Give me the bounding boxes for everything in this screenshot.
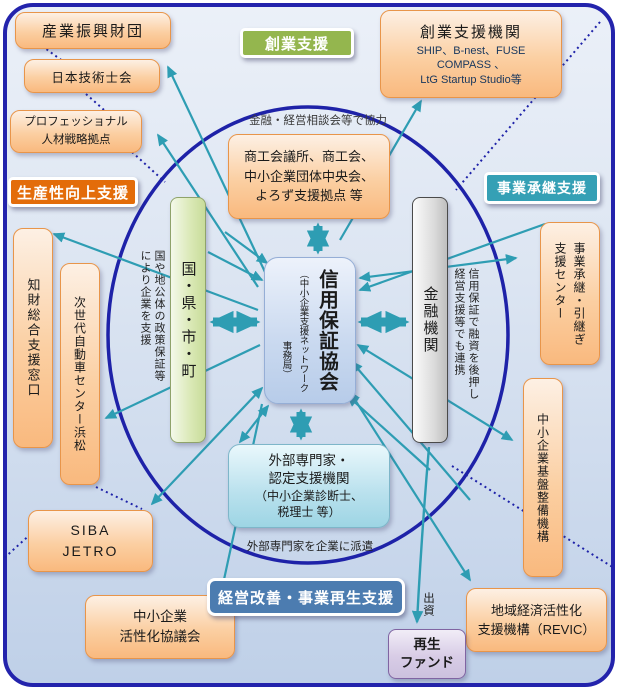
label-text: 事業承継支援 [497, 180, 587, 196]
label-text: 生産性向上支援 [16, 184, 129, 202]
node-japan-engineers-association: 日本技術士会 [24, 59, 160, 93]
center-node-subtitle-col2: 事務局） [280, 340, 292, 379]
node-sme-infrastructure-organization: 中小企業基盤整備機構 [523, 378, 563, 577]
node-credit-guarantee-association: 信用保証協会 （中小企業支援ネットワーク 事務局） [264, 257, 356, 404]
node-label-line1: SIBA [70, 522, 111, 538]
label-text: 経営改善・事業再生支援 [217, 589, 394, 607]
annotation-col2: により企業を支援 [139, 250, 151, 346]
node-label: 金融機関 [421, 286, 439, 354]
node-regeneration-fund: 再生 ファンド [388, 629, 466, 679]
annotation-col2: 経営支援等でも連携 [453, 268, 465, 376]
node-professional-jinzai-kyoten: プロフェッショナル 人材戦略拠点 [10, 110, 142, 153]
node-subline1: （中小企業診断士、 [254, 489, 363, 504]
node-label-line2: 人材戦略拠点 [41, 133, 111, 146]
center-node-title: 信用保証協会 [315, 268, 338, 392]
node-subline2: 税理士 等） [277, 505, 341, 520]
node-label: 知財総合支援窓口 [25, 278, 41, 398]
node-revic: 地域経済活性化 支援機構（REVIC） [466, 588, 607, 652]
node-chamber-of-commerce: 商工会議所、商工会、 中小企業団体中央会、 よろず支援拠点 等 [228, 134, 390, 219]
label-text: 創業支援 [264, 35, 329, 53]
node-siba-jetro: SIBA JETRO [28, 510, 153, 572]
annotation-expert-dispatch: 外部専門家を企業に派遣 [235, 538, 385, 554]
annotation-col1: 信用保証で融資を後押し [467, 268, 479, 400]
node-label: 国・県・市・町 [179, 260, 197, 380]
node-label-line1: 中小企業 [133, 608, 187, 624]
node-sme-revitalization-council: 中小企業 活性化協議会 [85, 595, 235, 659]
node-external-experts: 外部専門家・ 認定支援機関 （中小企業診断士、 税理士 等） [228, 444, 390, 528]
node-subline2: COMPASS 、 [436, 59, 506, 72]
node-label: 次世代自動車センター浜松 [72, 296, 87, 452]
node-label-col2: 支援センター [553, 241, 567, 320]
node-subline3: LtG Startup Studio等 [420, 73, 522, 86]
annotation-consultation-cooperation: 金融・経営相談会等で協力 [228, 112, 408, 128]
center-node-subtitle-col1: （中小企業支援ネットワーク [297, 268, 309, 393]
node-label-line1: 地域経済活性化 [490, 602, 582, 618]
category-label-turnaround-support: 経営改善・事業再生支援 [207, 578, 405, 616]
node-national-prefecture-city-town: 国・県・市・町 [170, 197, 206, 443]
annotation-col1: 国や地公体の政策保証等 [153, 250, 165, 382]
node-label-line1: 再生 [413, 637, 441, 653]
node-label: 産業振興財団 [41, 23, 144, 40]
node-chizai-support-window: 知財総合支援窓口 [13, 228, 53, 448]
category-label-startup-support: 創業支援 [240, 28, 354, 58]
node-label-line2: 支援機構（REVIC） [477, 622, 596, 637]
annotation-investment: 出資 [421, 592, 435, 632]
node-label: 中小企業基盤整備機構 [535, 412, 550, 543]
annotation-text: 外部専門家を企業に派遣 [246, 541, 374, 553]
annotation-government-guarantee: 国や地公体の政策保証等 により企業を支援 [138, 250, 166, 420]
node-business-succession-center: 事業承継・引継ぎ 支援センター [540, 222, 600, 365]
node-label-line2: 中小企業団体中央会、 [243, 168, 374, 184]
node-label-line3: よろず支援拠点 等 [255, 188, 363, 204]
node-industry-promotion-foundation: 産業振興財団 [15, 12, 171, 49]
node-label-line2: 活性化協議会 [119, 629, 201, 644]
node-label-line2: JETRO [62, 543, 119, 559]
annotation-financing-support: 信用保証で融資を後押し 経営支援等でも連携 [452, 268, 480, 443]
node-title-line2: 認定支援機関 [268, 470, 350, 486]
node-financial-institutions: 金融機関 [412, 197, 448, 443]
node-label-line1: プロフェッショナル [24, 116, 128, 129]
annotation-text: 出資 [422, 592, 434, 617]
node-label-line1: 商工会議所、商工会、 [243, 149, 374, 165]
node-title: 創業支援機関 [419, 24, 522, 42]
node-startup-support-organizations: 創業支援機関 SHIP、B-nest、FUSE COMPASS 、 LtG St… [380, 10, 562, 98]
node-label-line2: ファンド [400, 655, 454, 670]
node-title-line1: 外部専門家・ [268, 452, 350, 468]
node-label-col1: 事業承継・引継ぎ [572, 241, 586, 346]
category-label-succession-support: 事業承継支援 [484, 172, 600, 204]
investment-arrow [411, 446, 431, 624]
category-label-productivity-support: 生産性向上支援 [8, 177, 138, 207]
annotation-text: 金融・経営相談会等で協力 [249, 115, 387, 127]
hub-double-arrows [209, 222, 410, 441]
node-label: 日本技術士会 [51, 70, 133, 85]
node-next-gen-auto-center-hamamatsu: 次世代自動車センター浜松 [60, 263, 100, 485]
network-ellipse [106, 105, 510, 565]
node-subline1: SHIP、B-nest、FUSE [416, 45, 526, 58]
